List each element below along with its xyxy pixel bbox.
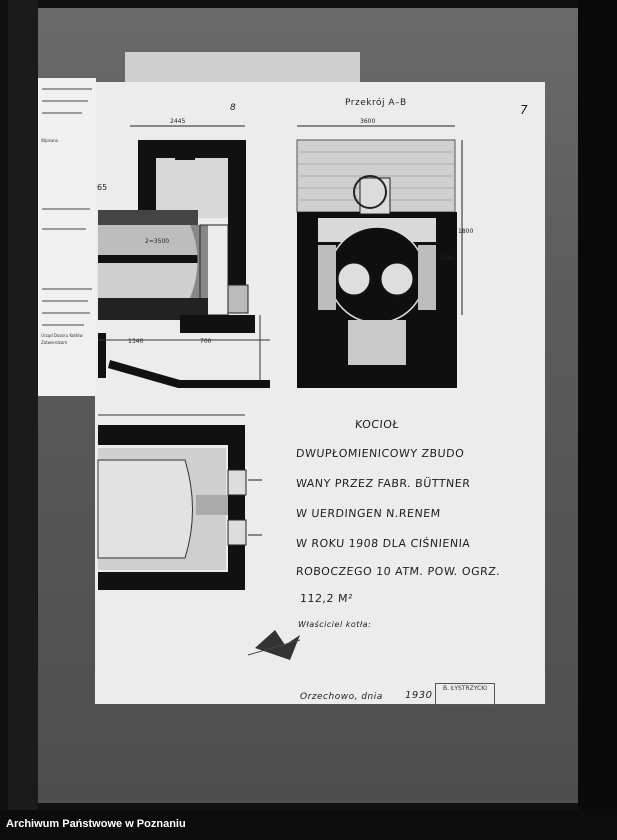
cross-section-drawing [296, 125, 463, 388]
dim-flue: 2=3500 [145, 238, 170, 245]
plan-view-drawing [97, 414, 262, 590]
place-date: Orzechowo, dnia [300, 692, 383, 702]
dim-top-left: 2445 [170, 118, 186, 125]
owner-label: Właściciel kotła: [298, 620, 372, 629]
archive-footer [0, 810, 617, 840]
dim-1800: 1800 [458, 228, 474, 235]
note-label: Wpisano [41, 138, 59, 143]
section-label: Przekrój A–B [345, 98, 407, 108]
dim-700: 700 [200, 338, 212, 345]
title-line-2: DWUPŁOMIENICOWY ZBUDO [295, 447, 465, 460]
date-year: 1930 [405, 690, 433, 701]
dim-1340: 1340 [128, 338, 144, 345]
approval-note-card: Wpisano Urząd Dozoru Kotłów Zatwierdzam [38, 78, 96, 396]
left-film-edge [8, 0, 38, 810]
title-line-5: W ROKU 1908 DLA CIŚNIENIA [295, 537, 471, 550]
company-stamp: B. ŁYSTRZYCKI [435, 683, 495, 705]
note-approval: Zatwierdzam [41, 340, 68, 345]
company-stamp-text: B. ŁYSTRZYCKI [443, 685, 487, 692]
right-film-edge [578, 0, 617, 810]
dim-2580: 2580 [440, 255, 456, 262]
note-authority: Urząd Dozoru Kotłów [41, 333, 83, 338]
title-line-3: WANY PRZEZ FABR. BÜTTNER [295, 477, 471, 490]
dim-top-right: 3600 [360, 118, 376, 125]
page-number-right: 7 [520, 103, 529, 117]
top-paper-tab [125, 52, 360, 82]
owner-signature-mark [247, 630, 301, 660]
side-section-drawing [98, 125, 270, 388]
title-line-7: 112,2 M² [299, 592, 354, 605]
page-number-left: 8 [230, 103, 237, 113]
title-line-6: ROBOCZEGO 10 ATM. POW. OGRZ. [295, 565, 501, 578]
title-line-4: W UERDINGEN N.RENEM [295, 507, 442, 520]
dim-65: 65 [97, 183, 108, 192]
archive-name: Archiwum Państwowe w Poznaniu [6, 818, 186, 830]
title-line-1: KOCIOŁ [354, 418, 400, 431]
